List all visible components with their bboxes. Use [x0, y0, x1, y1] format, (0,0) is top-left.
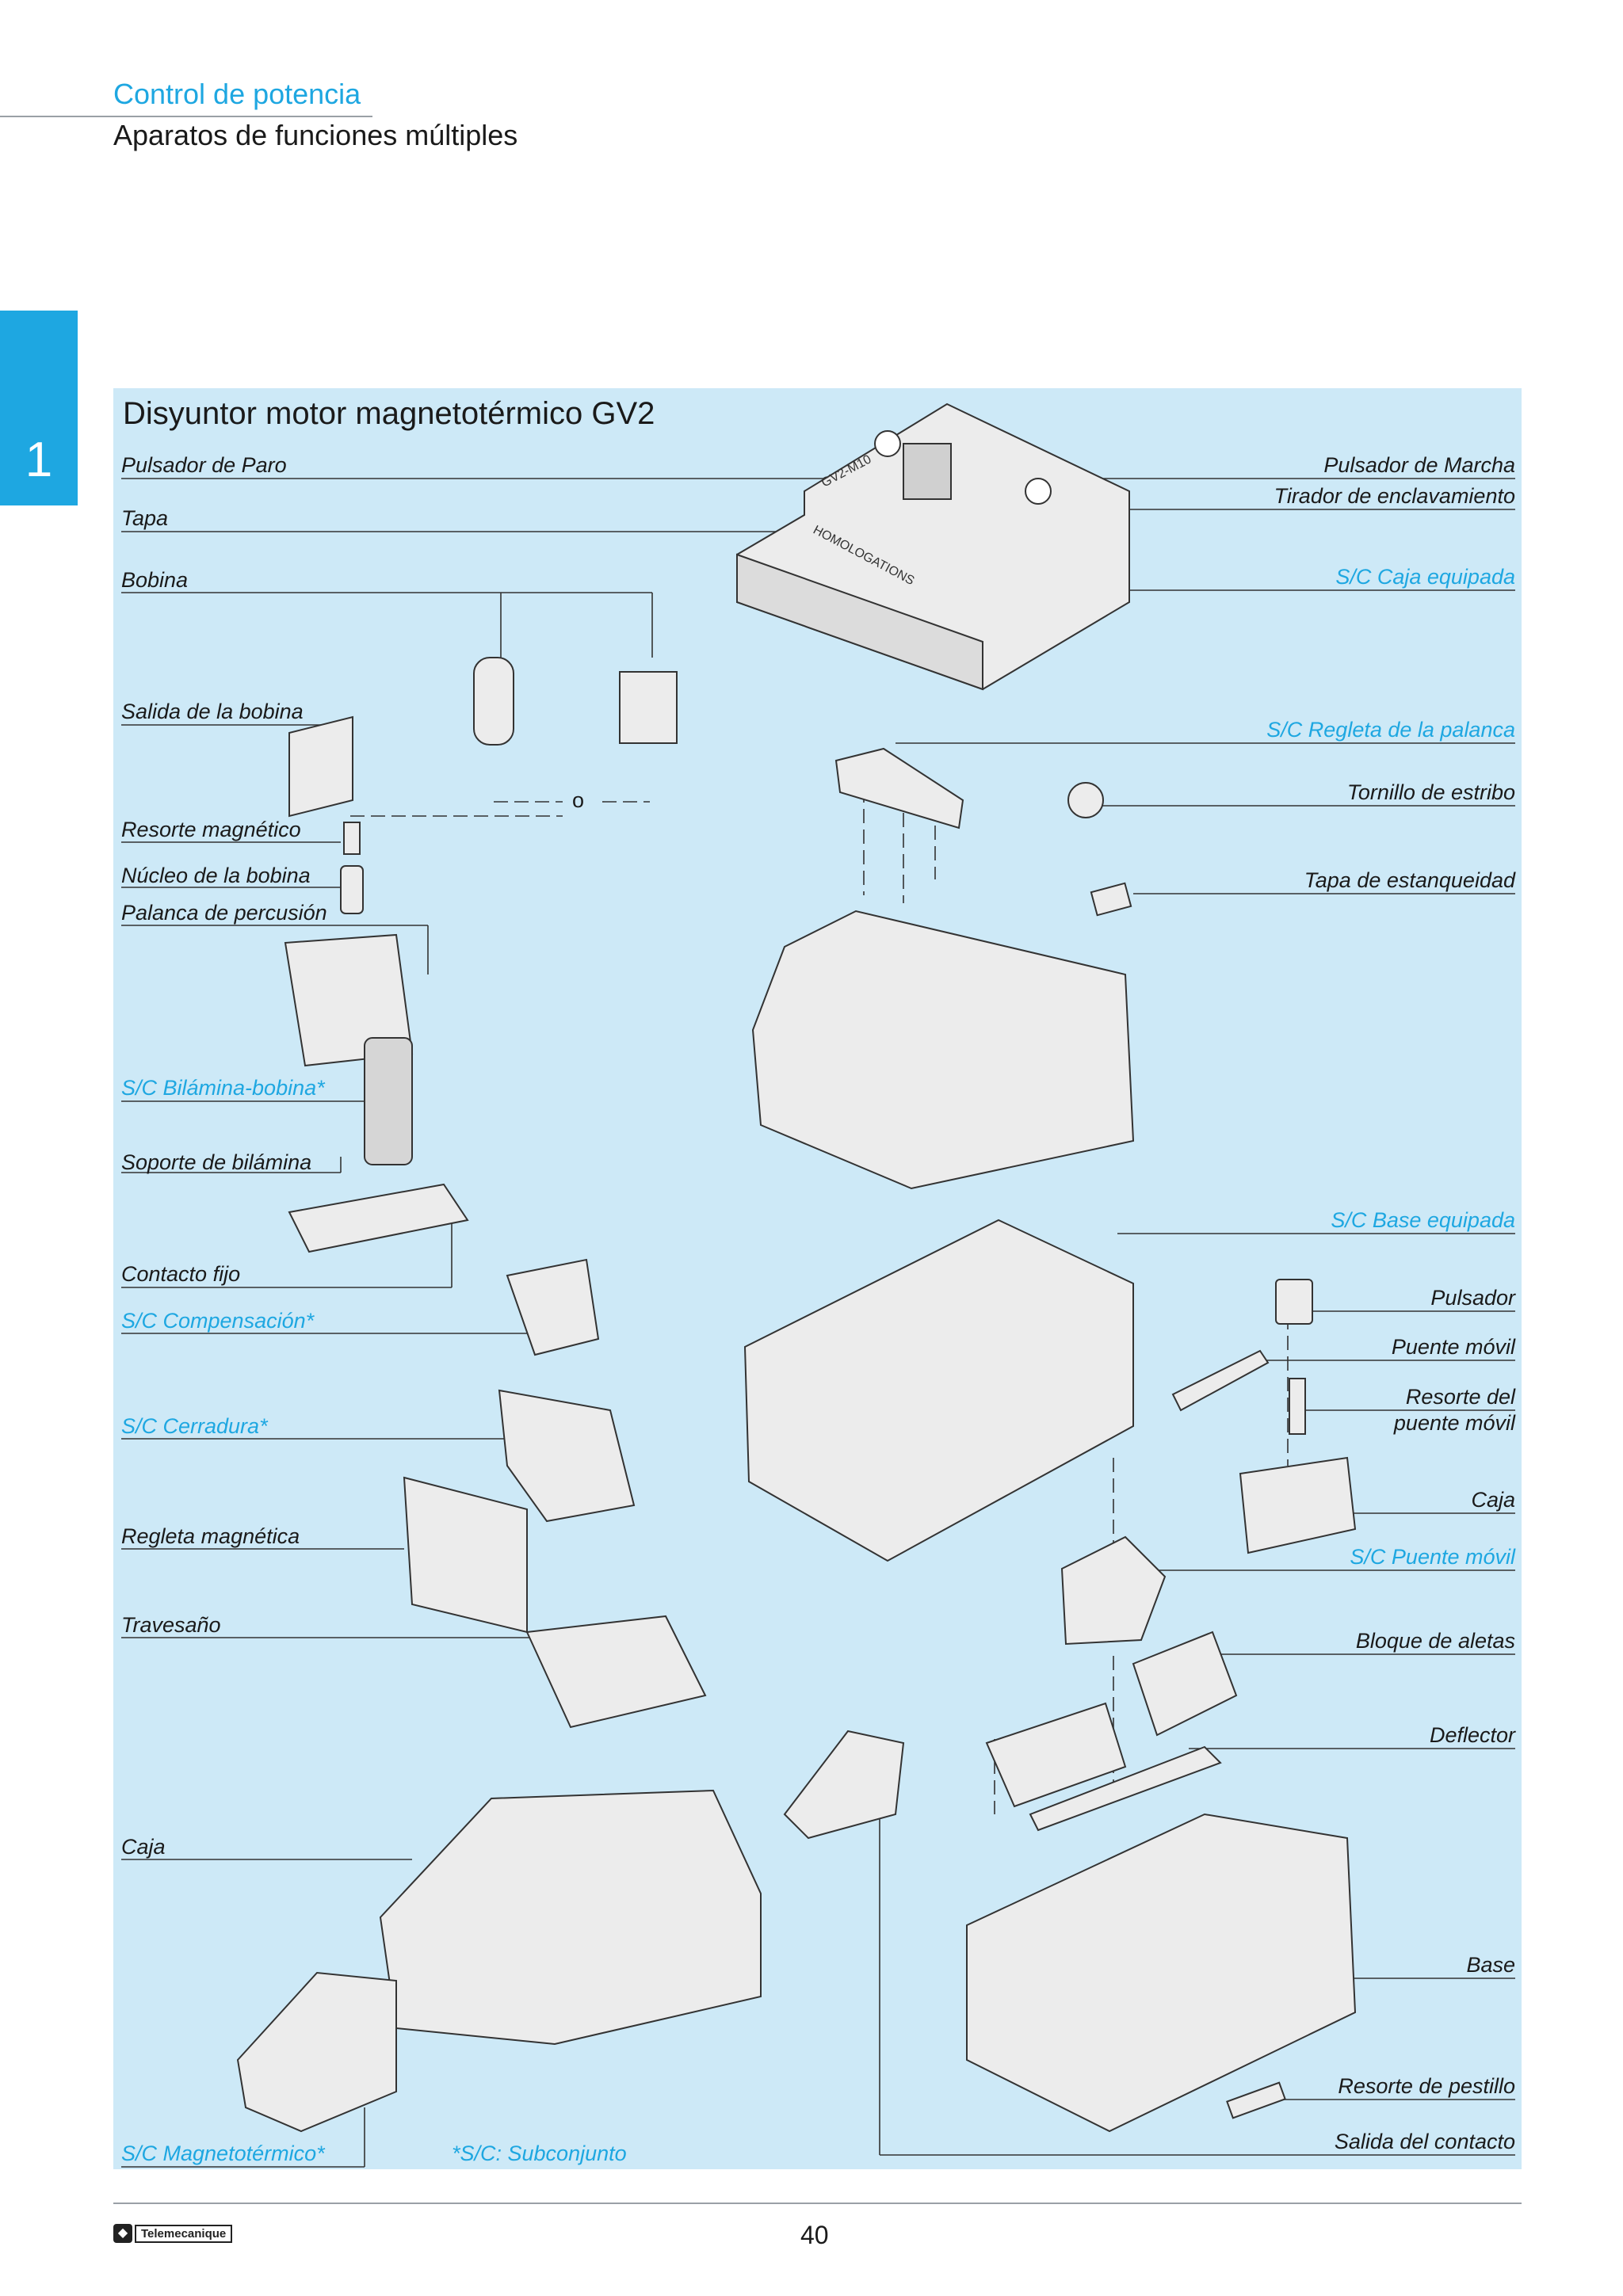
brand-name: Telemecanique: [135, 2224, 233, 2243]
label-caja-right: Caja: [1471, 1488, 1515, 1512]
section-subtitle: Aparatos de funciones múltiples: [113, 119, 518, 151]
brand-logo: ◆ Telemecanique: [113, 2224, 233, 2243]
label-palanca-de-percusion: Palanca de percusión: [121, 901, 327, 925]
label-bloque-de-aletas: Bloque de aletas: [1355, 1629, 1515, 1653]
label-tapa-de-estanqueidad: Tapa de estanqueidad: [1304, 868, 1515, 892]
diagram-title: Disyuntor motor magnetotérmico GV2: [123, 396, 655, 431]
label-tirador-de-enclavamiento: Tirador de enclavamiento: [1274, 484, 1515, 508]
label-puente-movil-2: puente móvil: [1393, 1411, 1515, 1435]
chapter-tab[interactable]: [0, 311, 78, 505]
chapter-number: 1: [25, 433, 53, 487]
label-salida-de-la-bobina: Salida de la bobina: [121, 700, 304, 723]
label-sc-puente-movil: S/C Puente móvil: [1350, 1545, 1515, 1569]
label-sc-caja-equipada: S/C Caja equipada: [1335, 565, 1515, 589]
label-sc-regleta-de-la-palanca: S/C Regleta de la palanca: [1266, 718, 1515, 742]
label-bobina: Bobina: [121, 568, 189, 592]
label-pulsador-de-marcha: Pulsador de Marcha: [1323, 453, 1515, 477]
label-resorte-del: Resorte del: [1405, 1385, 1515, 1409]
label-sc-bilamina-bobina: S/C Bilámina-bobina*: [121, 1076, 325, 1100]
label-pulsador: Pulsador: [1430, 1286, 1515, 1310]
diagram-panel: [113, 388, 1522, 2169]
page-number: 40: [800, 2221, 829, 2249]
label-sc-magnetotermico: S/C Magnetotérmico*: [121, 2142, 325, 2165]
label-puente-movil: Puente móvil: [1391, 1335, 1515, 1359]
label-pulsador-de-paro: Pulsador de Paro: [121, 453, 287, 477]
telemecanique-icon: ◆: [113, 2224, 132, 2243]
label-tornillo-de-estribo: Tornillo de estribo: [1346, 780, 1515, 804]
label-sc-cerradura: S/C Cerradura*: [121, 1414, 268, 1438]
or-mark: o: [572, 788, 585, 812]
label-contacto-fijo: Contacto fijo: [121, 1262, 241, 1286]
label-sc-base-equipada: S/C Base equipada: [1331, 1208, 1515, 1232]
footnote-subconjunto: *S/C: Subconjunto: [452, 2142, 627, 2165]
label-deflector: Deflector: [1429, 1723, 1515, 1747]
footer-divider: [113, 2203, 1522, 2204]
label-caja-left: Caja: [121, 1835, 166, 1859]
section-title: Control de potencia: [113, 78, 361, 110]
header-divider: [0, 116, 372, 117]
label-resorte-de-pestillo: Resorte de pestillo: [1338, 2074, 1515, 2098]
label-regleta-magnetica: Regleta magnética: [121, 1524, 300, 1548]
label-travesano: Travesaño: [121, 1613, 221, 1637]
label-resorte-magnetico: Resorte magnético: [121, 818, 301, 841]
label-soporte-de-bilamina: Soporte de bilámina: [121, 1150, 312, 1174]
label-sc-compensacion: S/C Compensación*: [121, 1309, 315, 1333]
label-tapa: Tapa: [121, 506, 169, 530]
label-nucleo-de-la-bobina: Núcleo de la bobina: [121, 864, 311, 887]
label-salida-del-contacto: Salida del contacto: [1334, 2130, 1515, 2153]
label-base: Base: [1466, 1953, 1515, 1977]
